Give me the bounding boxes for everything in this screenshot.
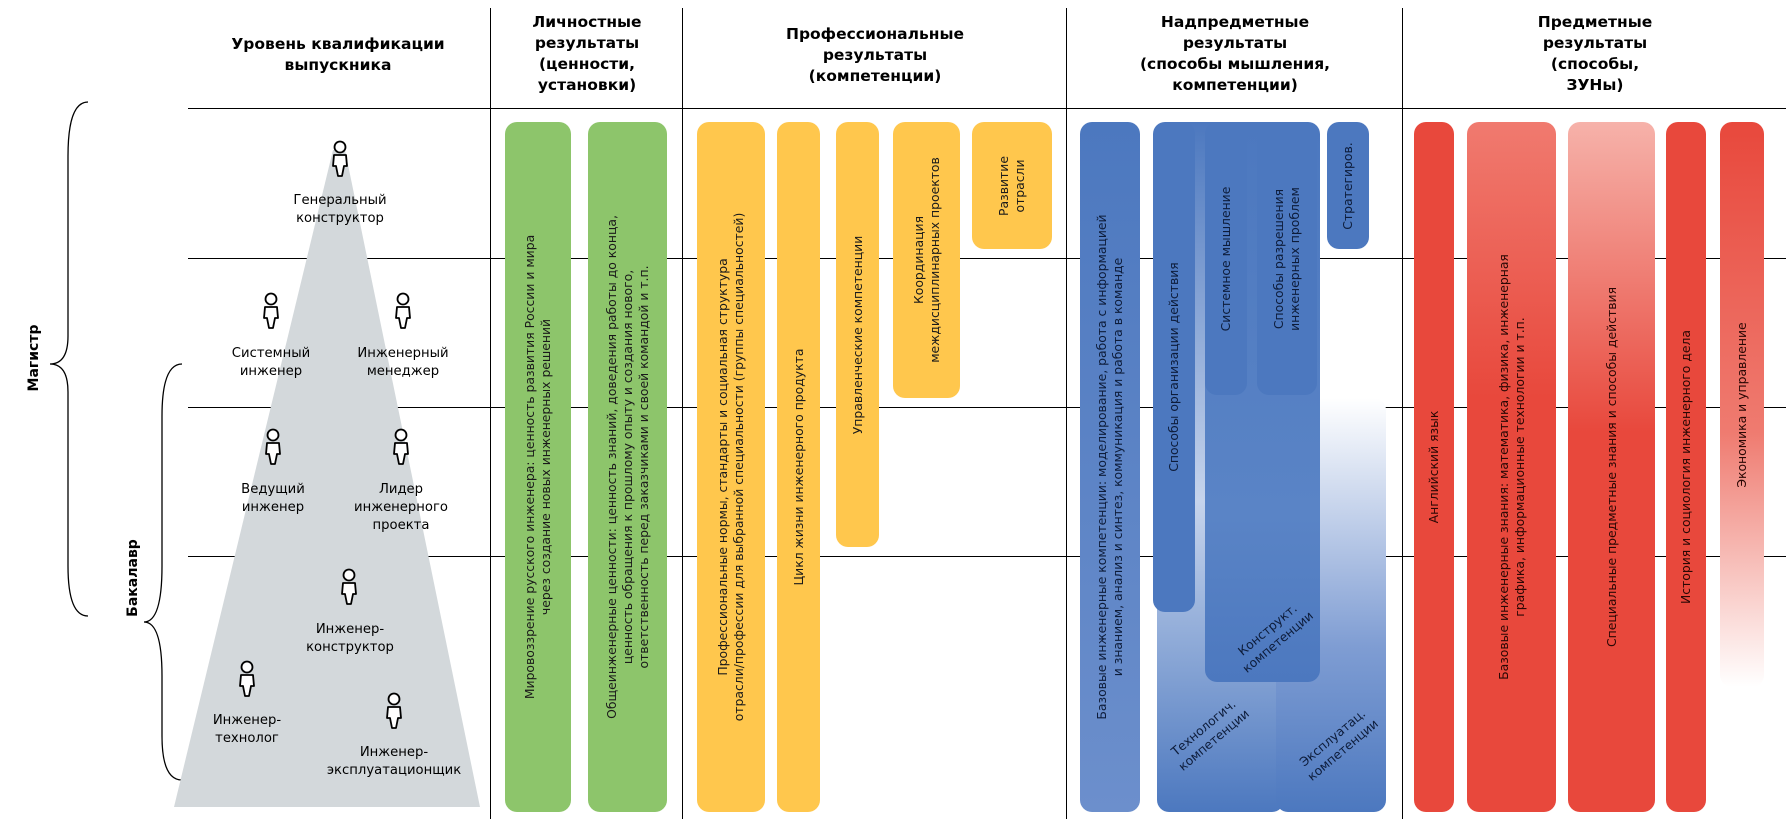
row-divider-2 xyxy=(188,258,1786,259)
bar-basic-engineering-knowledge: Базовые инженерные знания: математика, ф… xyxy=(1467,122,1556,812)
row-divider-4 xyxy=(188,556,1786,557)
bar-action-organization: Способы организации действия xyxy=(1153,122,1195,612)
bar-professional-norms: Профессиональные нормы, стандарты и соци… xyxy=(697,122,765,812)
role-technologist: Инженер-технолог xyxy=(212,713,282,746)
bar-basic-engineering-competencies: Базовые инженерные компетенции: моделиро… xyxy=(1080,122,1140,812)
role-operator: Инженер-эксплуатационщик xyxy=(326,745,462,778)
person-icon-technologist xyxy=(239,660,255,697)
bar-general-engineering-values: Общеинженерные ценности: ценность знаний… xyxy=(588,122,667,812)
bar-engineer-worldview: Мировоззрение русского инженера: ценност… xyxy=(505,122,571,812)
person-icon-leading xyxy=(265,428,281,465)
person-icon-leader xyxy=(393,428,409,465)
column-divider-1 xyxy=(490,8,491,819)
row-divider-top xyxy=(188,108,1786,109)
bar-special-subject-knowledge: Специальные предметные знания и способы … xyxy=(1568,122,1655,812)
bar-strategizing: Стратегиров. xyxy=(1327,122,1369,249)
master-brace xyxy=(49,101,89,617)
bar-economics-management: Экономика и управление xyxy=(1720,122,1764,687)
bachelor-brace xyxy=(143,363,183,781)
side-label-bachelor: Бакалавр xyxy=(125,539,141,617)
column-divider-4 xyxy=(1402,8,1403,819)
bar-systems-thinking: Системное мышление xyxy=(1205,122,1247,395)
column-divider-2 xyxy=(682,8,683,819)
person-icon-chief xyxy=(332,140,348,177)
qualification-pyramid xyxy=(174,150,480,807)
person-icon-system xyxy=(263,292,279,329)
braces xyxy=(49,101,183,781)
person-icon-manager xyxy=(395,292,411,329)
person-icon-designer xyxy=(341,568,357,605)
column-divider-3 xyxy=(1066,8,1067,819)
role-designer: Инженер-конструктор xyxy=(306,622,394,655)
person-icon-operator xyxy=(386,692,402,729)
bar-engineering-history: История и социология инженерного дела xyxy=(1666,122,1706,812)
side-label-master: Магистр xyxy=(26,324,42,392)
bar-english: Английский язык xyxy=(1414,122,1454,812)
bar-management-competencies: Управленческие компетенции xyxy=(836,122,879,547)
bar-product-lifecycle: Цикл жизни инженерного продукта xyxy=(777,122,820,812)
row-divider-3 xyxy=(188,407,1786,408)
